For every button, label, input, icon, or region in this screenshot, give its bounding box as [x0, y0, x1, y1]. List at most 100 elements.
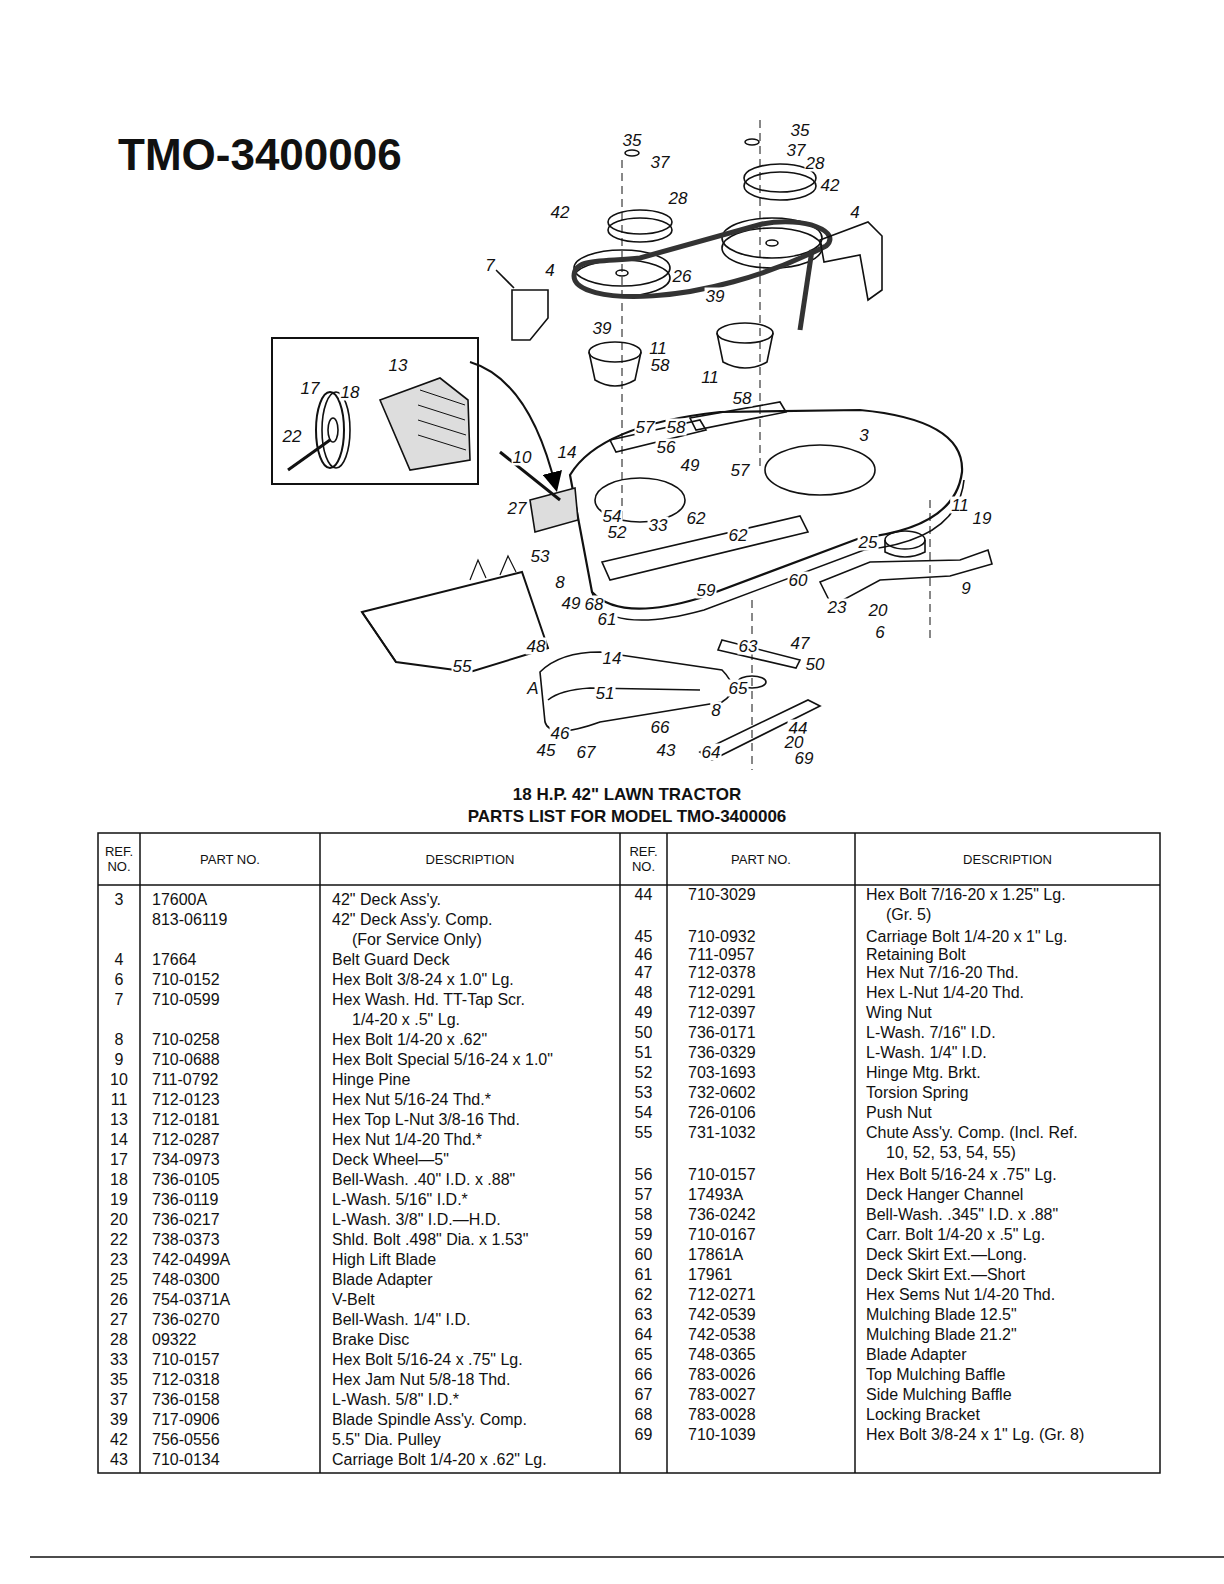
part-description: Chute Ass'y. Comp. (Incl. Ref. 10, 52, 5… — [866, 1123, 1102, 1163]
callout-number: 35 — [790, 122, 811, 139]
ref-number: 6 — [100, 970, 138, 990]
part-description: Deck Skirt Ext.—Long. — [866, 1245, 1027, 1265]
part-number: 17664 — [152, 950, 197, 970]
part-number: 813-06119 — [152, 910, 227, 930]
callout-number: 57 — [635, 419, 656, 436]
part-number: 726-0106 — [688, 1103, 756, 1123]
part-number: 736-0158 — [152, 1390, 220, 1410]
part-description: Hex Nut 7/16-20 Thd. — [866, 963, 1019, 983]
callout-number: 66 — [650, 719, 671, 736]
ref-number: 18 — [100, 1170, 138, 1190]
part-number: 17861A — [688, 1245, 743, 1265]
ref-number: 65 — [622, 1345, 665, 1365]
part-number: 736-0270 — [152, 1310, 220, 1330]
part-number: 710-0157 — [688, 1165, 756, 1185]
part-description: Bell-Wash. .40" I.D. x .88" — [332, 1170, 515, 1190]
ref-number: 39 — [100, 1410, 138, 1430]
callout-number: 43 — [656, 742, 677, 759]
callout-number: 14 — [602, 650, 623, 667]
callout-number: 49 — [680, 457, 701, 474]
callout-number: 42 — [820, 177, 841, 194]
ref-number: 26 — [100, 1290, 138, 1310]
part-description: Blade Adapter — [332, 1270, 433, 1290]
callout-number: 35 — [622, 132, 643, 149]
part-description: Retaining Bolt — [866, 945, 966, 965]
part-description: Hex Bolt 5/16-24 x .75" Lg. — [332, 1350, 523, 1370]
part-number: 712-0123 — [152, 1090, 220, 1110]
part-description: Deck Skirt Ext.—Short — [866, 1265, 1025, 1285]
part-number: 710-3029 — [688, 885, 756, 905]
part-description: 42" Deck Ass'y. Comp. (For Service Only) — [332, 910, 517, 950]
callout-number: 33 — [648, 517, 669, 534]
part-number: 783-0028 — [688, 1405, 756, 1425]
part-number: 712-0378 — [688, 963, 756, 983]
part-description: Hex Nut 5/16-24 Thd.* — [332, 1090, 491, 1110]
callout-number: 55 — [452, 658, 473, 675]
callout-number: 49 — [561, 595, 582, 612]
ref-number: 49 — [622, 1003, 665, 1023]
callout-number: 58 — [732, 390, 753, 407]
part-description: Hex Bolt 5/16-24 x .75" Lg. — [866, 1165, 1057, 1185]
callout-number: 39 — [592, 320, 613, 337]
part-number: 712-0291 — [688, 983, 756, 1003]
callout-number: 57 — [730, 462, 751, 479]
ref-number: 8 — [100, 1030, 138, 1050]
table-caption: PARTS LIST FOR MODEL TMO-3400006 — [468, 807, 787, 827]
table-header: PART NO. — [667, 852, 855, 867]
ref-number: 64 — [622, 1325, 665, 1345]
part-description: Belt Guard Deck — [332, 950, 449, 970]
table-header: DESCRIPTION — [855, 852, 1160, 867]
part-number: 710-0688 — [152, 1050, 220, 1070]
callout-number: 20 — [868, 602, 889, 619]
part-description: Wing Nut — [866, 1003, 932, 1023]
part-description: Deck Wheel—5" — [332, 1150, 449, 1170]
part-description: Hex L-Nut 1/4-20 Thd. — [866, 983, 1024, 1003]
ref-number: 51 — [622, 1043, 665, 1063]
callout-number: 10 — [512, 449, 533, 466]
callout-number: 4 — [544, 262, 555, 279]
ref-number: 14 — [100, 1130, 138, 1150]
part-description: Bell-Wash. 1/4" I.D. — [332, 1310, 470, 1330]
part-description: Mulching Blade 21.2" — [866, 1325, 1017, 1345]
callout-number: 8 — [710, 702, 721, 719]
callout-number: 45 — [536, 742, 557, 759]
part-number: 711-0792 — [152, 1070, 218, 1090]
callout-number: 37 — [786, 142, 807, 159]
callout-number: 20 — [784, 734, 805, 751]
part-description: L-Wash. 1/4" I.D. — [866, 1043, 987, 1063]
part-description: L-Wash. 7/16" I.D. — [866, 1023, 996, 1043]
ref-number: 46 — [622, 945, 665, 965]
part-description: Shld. Bolt .498" Dia. x 1.53" — [332, 1230, 528, 1250]
ref-number: 22 — [100, 1230, 138, 1250]
part-description: 5.5" Dia. Pulley — [332, 1430, 441, 1450]
callout-number: 62 — [686, 510, 707, 527]
table-caption: 18 H.P. 42" LAWN TRACTOR — [513, 785, 741, 805]
part-description: Hinge Mtg. Brkt. — [866, 1063, 981, 1083]
callout-number: 42 — [550, 204, 571, 221]
ref-number: 4 — [100, 950, 138, 970]
ref-number: 45 — [622, 927, 665, 947]
ref-number: 66 — [622, 1365, 665, 1385]
ref-number: 50 — [622, 1023, 665, 1043]
part-description: L-Wash. 3/8" I.D.—H.D. — [332, 1210, 501, 1230]
part-description: Hex Bolt 7/16-20 x 1.25" Lg. (Gr. 5) — [866, 885, 1096, 925]
part-number: 738-0373 — [152, 1230, 220, 1250]
part-description: Push Nut — [866, 1103, 932, 1123]
callout-number: 60 — [788, 572, 809, 589]
part-number: 742-0539 — [688, 1305, 756, 1325]
ref-number: 42 — [100, 1430, 138, 1450]
ref-number: 67 — [622, 1385, 665, 1405]
callout-number: 28 — [805, 155, 826, 172]
ref-number: 3 — [100, 890, 138, 910]
ref-number: 23 — [100, 1250, 138, 1270]
callout-number: 11 — [950, 497, 970, 514]
ref-number: 59 — [622, 1225, 665, 1245]
callout-number: 58 — [650, 357, 671, 374]
ref-number: 27 — [100, 1310, 138, 1330]
callout-number: 8 — [554, 574, 565, 591]
callout-number: 39 — [705, 288, 726, 305]
part-description: High Lift Blade — [332, 1250, 436, 1270]
table-header: REF. NO. — [98, 844, 140, 874]
part-number: 711-0957 — [688, 945, 754, 965]
callout-number: 23 — [827, 599, 848, 616]
